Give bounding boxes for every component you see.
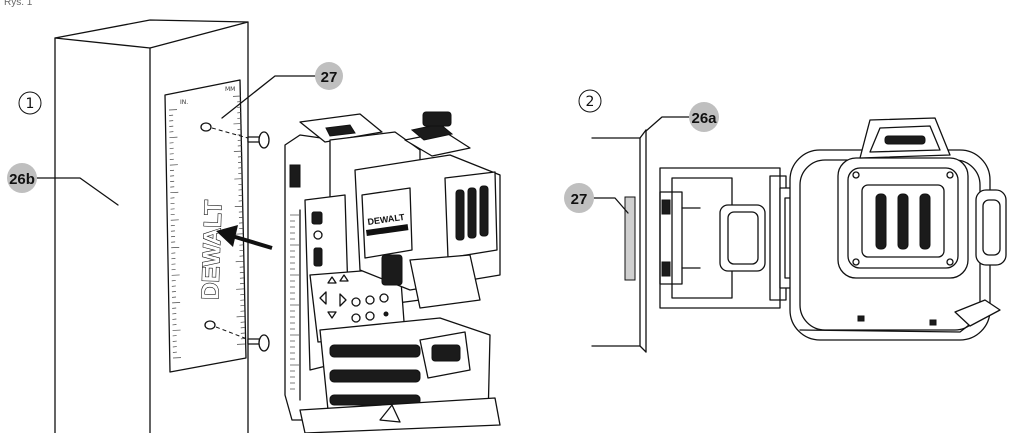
callout-27-plate-text: 27 <box>321 69 338 86</box>
keypad-buttons <box>319 274 389 323</box>
ruler-plate: IN. MM DEWALT <box>164 79 247 373</box>
ruler-brand-logo: DEWALT <box>197 199 227 300</box>
callout-26a: 26a <box>645 102 719 132</box>
panel-1-number-text: 1 <box>26 96 35 112</box>
mounting-plate <box>624 196 636 281</box>
callout-27-panel-2-text: 27 <box>571 191 588 208</box>
wall-column <box>54 19 249 433</box>
ruler-ticks <box>168 95 246 359</box>
mount-direction-arrow <box>216 225 273 250</box>
callout-26b: 26b <box>7 163 119 206</box>
ruler-hole-top <box>200 122 212 132</box>
laser-level-device: DEWALT <box>284 111 501 433</box>
callout-26b-text: 26b <box>9 171 35 188</box>
laser-level-top-view <box>659 117 1007 341</box>
figure-caption: Rys. 1 <box>4 0 33 8</box>
screw-bottom <box>215 326 270 352</box>
screw-top <box>211 127 270 149</box>
panel-1-number: 1 <box>18 91 42 115</box>
callout-27-panel-2: 27 <box>564 183 629 214</box>
panel-2: 2 <box>564 89 1007 353</box>
panel-2-number-text: 2 <box>586 94 595 110</box>
panel-1: IN. MM DEWALT <box>7 19 501 433</box>
panel-2-number: 2 <box>578 89 602 113</box>
ruler-unit-in: IN. <box>180 99 188 106</box>
ruler-hole-bottom <box>204 320 216 330</box>
callout-26a-text: 26a <box>691 110 717 127</box>
ruler-unit-mm: MM <box>225 86 235 93</box>
callout-27-plate: 27 <box>221 62 343 119</box>
bracket-outline <box>591 129 647 353</box>
